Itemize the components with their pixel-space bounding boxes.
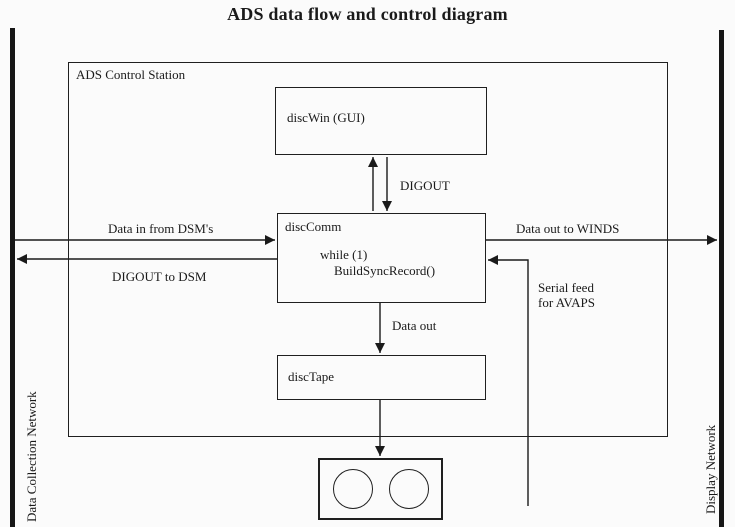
discwin-box bbox=[275, 87, 487, 155]
digout-label: DIGOUT bbox=[400, 178, 450, 193]
tape-drive-box bbox=[318, 458, 443, 520]
data-collection-network-label: Data Collection Network bbox=[24, 391, 39, 522]
ads-control-station-label: ADS Control Station bbox=[76, 67, 186, 82]
disctape-label: discTape bbox=[288, 369, 335, 384]
diagram-title: ADS data flow and control diagram bbox=[227, 4, 508, 24]
display-network-bar bbox=[719, 30, 724, 527]
display-network-label: Display Network bbox=[703, 424, 718, 514]
data-collection-network-bar bbox=[10, 28, 15, 527]
data-out-winds-label: Data out to WINDS bbox=[516, 221, 620, 236]
serial-feed-label-line1: Serial feed bbox=[538, 280, 594, 295]
disccomm-label: discComm bbox=[285, 219, 342, 234]
disctape-box bbox=[277, 355, 486, 400]
tape-reel-right-icon bbox=[389, 469, 429, 509]
serial-feed-label-line2: for AVAPS bbox=[538, 295, 595, 310]
ads-control-station-box bbox=[68, 62, 668, 437]
data-in-label: Data in from DSM's bbox=[108, 221, 214, 236]
data-out-label: Data out bbox=[392, 318, 437, 333]
discwin-label: discWin (GUI) bbox=[287, 110, 365, 125]
disccomm-buildsync-text: BuildSyncRecord() bbox=[334, 263, 436, 278]
serial-feed-arrow bbox=[488, 255, 529, 506]
digout-to-dsm-label: DIGOUT to DSM bbox=[112, 269, 207, 284]
disccomm-box bbox=[277, 213, 486, 303]
disccomm-while-text: while (1) bbox=[320, 247, 368, 262]
tape-reel-left-icon bbox=[333, 469, 373, 509]
